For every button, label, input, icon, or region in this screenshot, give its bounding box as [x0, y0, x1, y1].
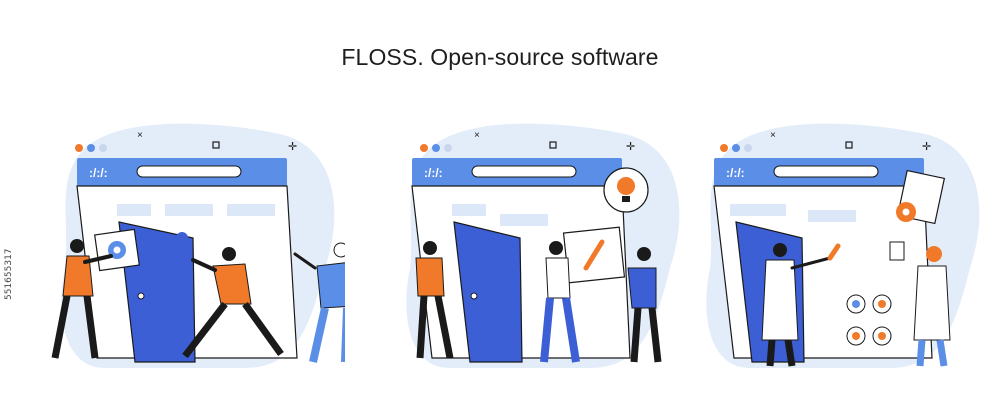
window-dot-close-icon	[720, 144, 728, 152]
content-block	[117, 204, 151, 216]
browser-panel-2: × ✛ :/:/:	[406, 123, 680, 368]
square-mark-icon	[549, 141, 557, 149]
content-block	[500, 214, 548, 226]
plus-mark-icon: ✛	[626, 141, 635, 153]
person-legs	[540, 297, 580, 363]
gear-hole	[113, 246, 121, 254]
wrench-icon	[179, 237, 192, 291]
gear-hole	[902, 208, 910, 216]
content-block	[227, 204, 275, 216]
browser-symbol: :/:/:	[726, 166, 745, 180]
browser-panel-1: × ✛ :/:/:	[51, 123, 345, 368]
person-legs	[416, 295, 454, 359]
badge-dot	[878, 332, 886, 340]
page-title: FLOSS. Open-source software	[341, 44, 659, 70]
window-dot-min-icon	[87, 144, 95, 152]
url-field	[471, 165, 577, 178]
cross-mark-icon: ×	[137, 130, 143, 141]
square-mark-icon	[212, 141, 220, 149]
wrench-head	[176, 232, 188, 244]
illustration-panel-3: × ✛ :/:/:	[690, 118, 990, 383]
person-head	[773, 243, 787, 257]
person-head	[333, 242, 345, 258]
person-legs	[916, 339, 948, 367]
person-legs	[309, 307, 345, 363]
person-legs	[51, 295, 99, 359]
open-door	[453, 221, 523, 363]
url-field	[136, 165, 242, 178]
person-labcoat	[913, 265, 951, 341]
illustration-panel-2: × ✛ :/:/:	[390, 118, 690, 383]
badge-dot	[878, 300, 886, 308]
badge-dot	[852, 332, 860, 340]
url-field	[773, 165, 879, 178]
person-head	[222, 247, 236, 261]
lightbulb-base	[622, 196, 630, 202]
person-torso	[62, 255, 94, 297]
person-arm	[83, 254, 113, 264]
paper-icon	[889, 241, 905, 261]
person-torso	[316, 262, 345, 309]
window-dot-max-icon	[744, 144, 752, 152]
door-knob-icon	[470, 292, 478, 300]
person-arm	[790, 256, 832, 270]
content-block	[165, 204, 213, 216]
browser-symbol: :/:/:	[89, 166, 108, 180]
person-torso	[415, 257, 445, 297]
content-block	[452, 204, 486, 216]
window-dot-max-icon	[444, 144, 452, 152]
plus-mark-icon: ✛	[922, 141, 931, 153]
window-dot-close-icon	[420, 144, 428, 152]
square-mark-icon	[845, 141, 853, 149]
person-torso	[212, 263, 252, 305]
stock-id: 551655317	[4, 248, 14, 300]
person-arm	[191, 258, 217, 272]
person-legs	[182, 301, 284, 359]
person-legs	[766, 339, 796, 367]
illustration-panel-1: × ✛ :/:/:	[45, 118, 345, 383]
window-dot-min-icon	[432, 144, 440, 152]
cross-mark-icon: ×	[770, 130, 776, 141]
person-head	[637, 247, 651, 261]
browser-symbol: :/:/:	[424, 166, 443, 180]
person-head	[549, 241, 563, 255]
window-dot-max-icon	[99, 144, 107, 152]
content-block	[808, 210, 856, 222]
lightbulb-icon	[617, 177, 635, 195]
person-legs	[630, 307, 662, 363]
window-dot-min-icon	[732, 144, 740, 152]
person-head	[926, 246, 942, 262]
content-block	[730, 204, 786, 216]
person-labcoat	[761, 259, 799, 341]
person-torso	[627, 267, 657, 309]
badge-dot	[852, 300, 860, 308]
person-head	[70, 239, 84, 253]
person-arm	[293, 252, 317, 270]
wrench-icon	[583, 239, 605, 271]
wrench-icon	[827, 243, 841, 261]
plus-mark-icon: ✛	[288, 141, 297, 153]
cross-mark-icon: ×	[474, 130, 480, 141]
door-knob-icon	[137, 292, 145, 300]
person-torso	[545, 257, 571, 299]
person-head	[423, 241, 437, 255]
window-dot-close-icon	[75, 144, 83, 152]
browser-panel-3: × ✛ :/:/:	[706, 123, 980, 368]
